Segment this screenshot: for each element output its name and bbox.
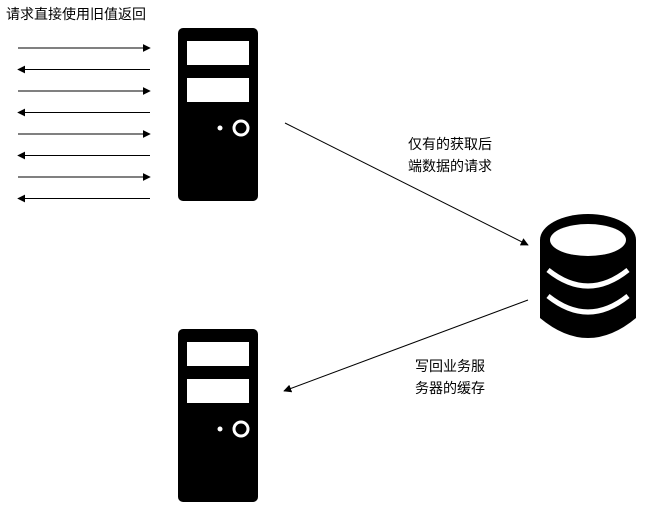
cache-hit-label: 请求直接使用旧值返回 [6,7,146,23]
write-back-label-line2: 务器的缓存 [415,381,485,397]
backend-fetch-label-line2: 端数据的请求 [408,159,492,175]
backend-fetch-label-line1: 仅有的获取后 [408,137,492,153]
write-back-arrow [283,299,529,393]
database-icon [540,214,636,338]
write-back-label-line1: 写回业务服 [415,359,485,375]
fetch-arrow [284,122,529,246]
request-arrows [17,44,151,203]
write-back-label: 写回业务服 务器的缓存 [395,356,505,400]
server-icon-bottom [178,329,258,502]
backend-fetch-label: 仅有的获取后 端数据的请求 [390,134,510,178]
server-icon-top [178,28,258,201]
